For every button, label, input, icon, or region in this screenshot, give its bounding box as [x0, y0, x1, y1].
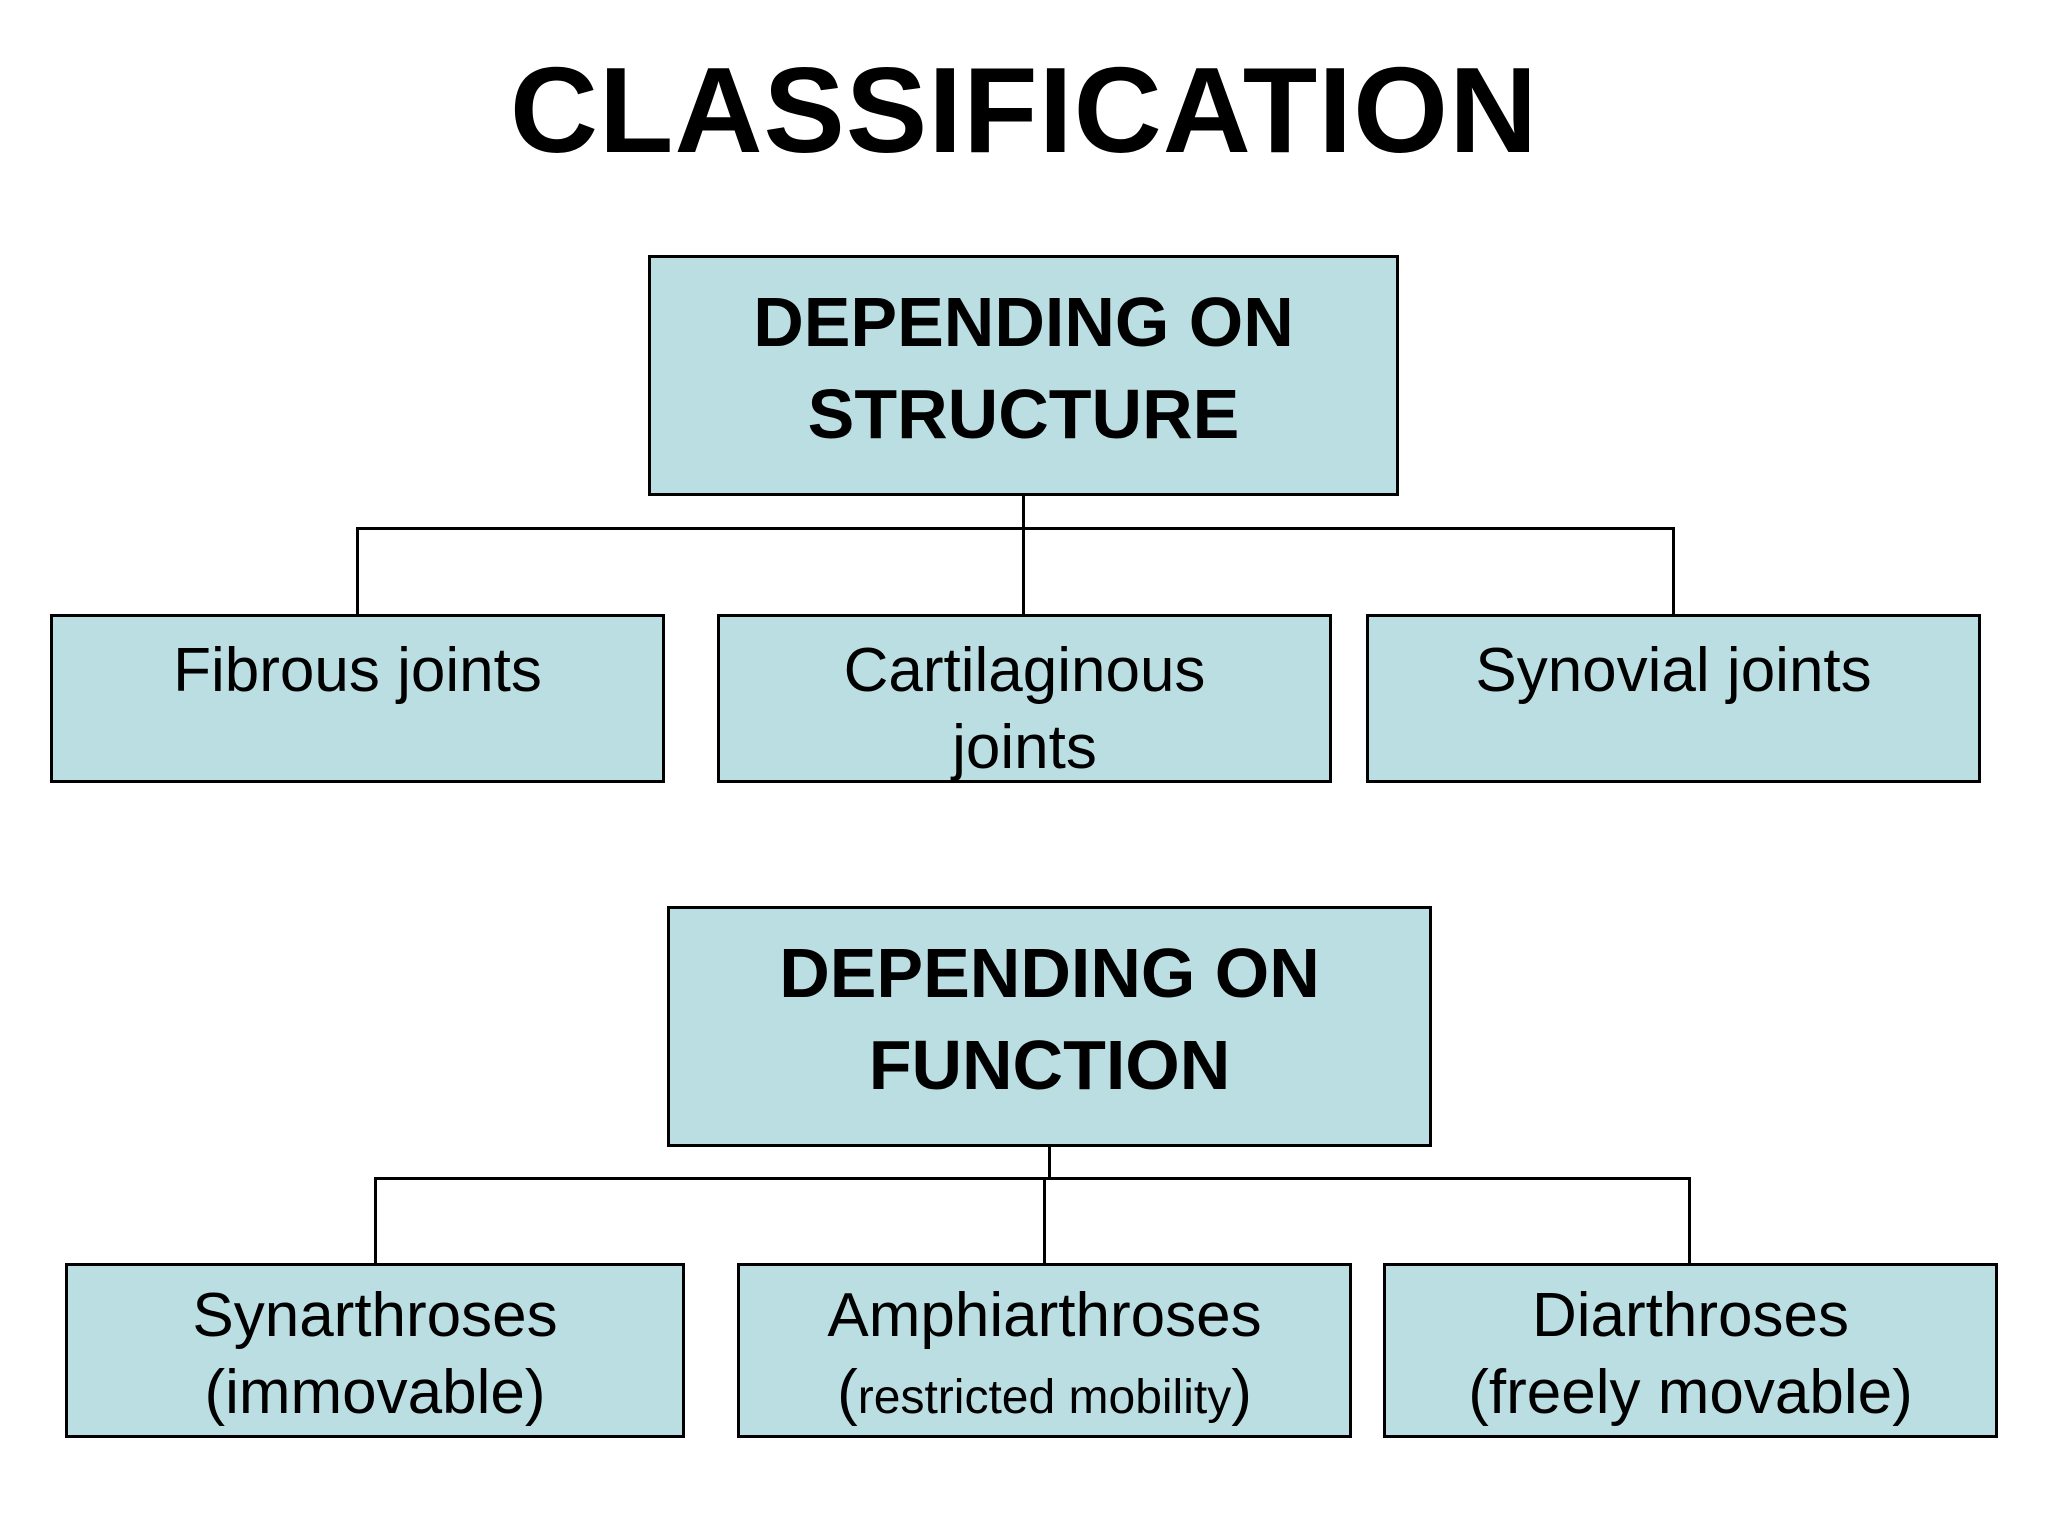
root-structure-line1: DEPENDING ON: [753, 283, 1294, 361]
connector-structure-stub: [1022, 494, 1025, 530]
node-diarthroses: Diarthroses (freely movable): [1383, 1263, 1998, 1438]
node-cartilaginous-line2: joints: [952, 712, 1097, 782]
connector-function-drop-center: [1043, 1177, 1046, 1264]
node-amphiarthroses-line2: (restricted mobility): [740, 1355, 1349, 1432]
node-amphiarthroses: Amphiarthroses (restricted mobility): [737, 1263, 1352, 1438]
node-synovial-joints-label: Synovial joints: [1475, 636, 1872, 705]
node-fibrous-joints-label: Fibrous joints: [173, 636, 542, 705]
node-amphiarthroses-line1: Amphiarthroses: [827, 1281, 1262, 1350]
node-diarthroses-line1: Diarthroses: [1532, 1281, 1849, 1350]
connector-structure-drop-left: [356, 527, 359, 615]
node-fibrous-joints: Fibrous joints: [50, 614, 665, 783]
root-function-line1: DEPENDING ON: [779, 934, 1320, 1012]
node-diarthroses-line2: (freely movable): [1468, 1357, 1913, 1427]
connector-function-drop-left: [374, 1177, 377, 1264]
connector-function-stub: [1048, 1144, 1051, 1180]
node-synarthroses-line1: Synarthroses: [192, 1281, 558, 1350]
paren-close: ): [1231, 1357, 1252, 1427]
node-synarthroses: Synarthroses (immovable): [65, 1263, 685, 1438]
node-amphiarthroses-sublabel: restricted mobility: [857, 1370, 1232, 1424]
node-cartilaginous-line1: Cartilaginous: [843, 636, 1206, 705]
connector-structure-drop-right: [1672, 527, 1675, 615]
paren-open: (: [837, 1357, 858, 1427]
connector-function-rail: [374, 1177, 1691, 1180]
root-structure-line2: STRUCTURE: [807, 375, 1240, 454]
connector-structure-rail: [356, 527, 1675, 530]
root-box-depending-on-structure: DEPENDING ON STRUCTURE: [648, 255, 1399, 496]
connector-function-drop-right: [1688, 1177, 1691, 1264]
root-box-depending-on-function: DEPENDING ON FUNCTION: [667, 906, 1432, 1147]
node-cartilaginous-joints: Cartilaginous joints: [717, 614, 1332, 783]
connector-structure-drop-center: [1022, 527, 1025, 615]
classification-title: CLASSIFICATION: [509, 42, 1539, 178]
node-synovial-joints: Synovial joints: [1366, 614, 1981, 783]
root-function-line2: FUNCTION: [868, 1026, 1231, 1105]
node-synarthroses-line2: (immovable): [204, 1357, 546, 1427]
